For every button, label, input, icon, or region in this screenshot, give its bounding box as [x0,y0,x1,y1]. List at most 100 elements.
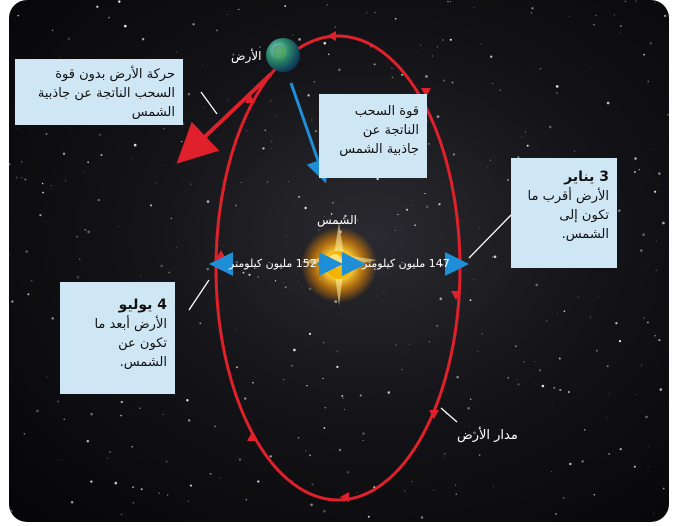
star [203,106,205,108]
star [264,129,266,131]
star [24,178,27,181]
star [357,219,359,221]
star [338,448,342,452]
star [181,489,183,491]
star [592,23,595,26]
star [30,279,33,282]
star [425,205,429,209]
star [376,177,379,181]
star [242,271,245,274]
star [215,29,218,32]
star [481,333,483,335]
star [342,397,344,399]
star [577,296,579,298]
star [186,398,189,402]
star [131,158,133,160]
star [17,127,19,129]
star [643,53,646,56]
star [313,80,316,83]
star [655,269,657,272]
star [619,25,622,28]
star [323,427,326,429]
star [118,226,120,228]
star [317,229,320,231]
star [521,136,523,138]
star [284,286,287,289]
star [545,319,548,322]
star [98,133,101,136]
star [386,295,388,297]
star [635,0,637,2]
star [330,213,333,215]
star [59,459,61,461]
star [346,470,350,474]
star [425,75,428,78]
star [439,297,443,301]
star [428,341,430,343]
star [373,63,376,66]
star [651,92,653,94]
star [306,385,308,387]
star [15,176,18,179]
star [27,293,30,296]
star [223,245,225,247]
star [473,279,475,281]
star [467,407,470,410]
star [238,8,240,11]
star [323,41,327,45]
star [266,181,269,183]
star [374,11,376,14]
star [357,491,358,493]
star [506,179,509,181]
star [307,94,310,97]
star [417,51,419,53]
star [395,344,397,346]
star [75,235,79,238]
star [662,487,665,490]
star [650,148,652,150]
gravity-arrow [289,82,330,184]
star [489,159,491,161]
star [232,53,235,56]
star [67,37,71,41]
star [589,67,591,68]
star [234,204,237,207]
star [240,182,242,184]
star [227,99,229,101]
star [114,481,118,485]
star [182,370,183,372]
star [499,89,502,92]
star [63,418,65,420]
star [391,67,393,70]
star [438,203,441,206]
star [473,7,475,9]
star [562,497,565,499]
star [432,55,434,57]
star [618,209,621,212]
star [290,364,294,367]
star [120,400,123,404]
motion-without-gravity-box: حركة الأرض بدون قوة السحب الناتجة عن جاذ… [15,59,183,125]
distance-far-label: 152 مليون كيلومتر [229,257,317,270]
star [192,23,195,26]
star [270,100,272,102]
star [658,172,661,175]
star [62,152,66,155]
star [248,273,251,276]
star [90,480,93,483]
star [236,328,238,330]
star [162,413,164,415]
star [120,414,123,417]
gravity-pull-box: قوة السحب الناتجة عن جاذبية الشمس [319,94,427,178]
star [199,322,202,325]
star [308,332,312,336]
star [367,515,370,518]
star [78,258,81,260]
star [417,74,419,75]
star [170,217,173,220]
star [619,447,622,451]
star [404,490,406,492]
star [76,275,80,279]
star [21,177,23,178]
star [556,92,558,94]
